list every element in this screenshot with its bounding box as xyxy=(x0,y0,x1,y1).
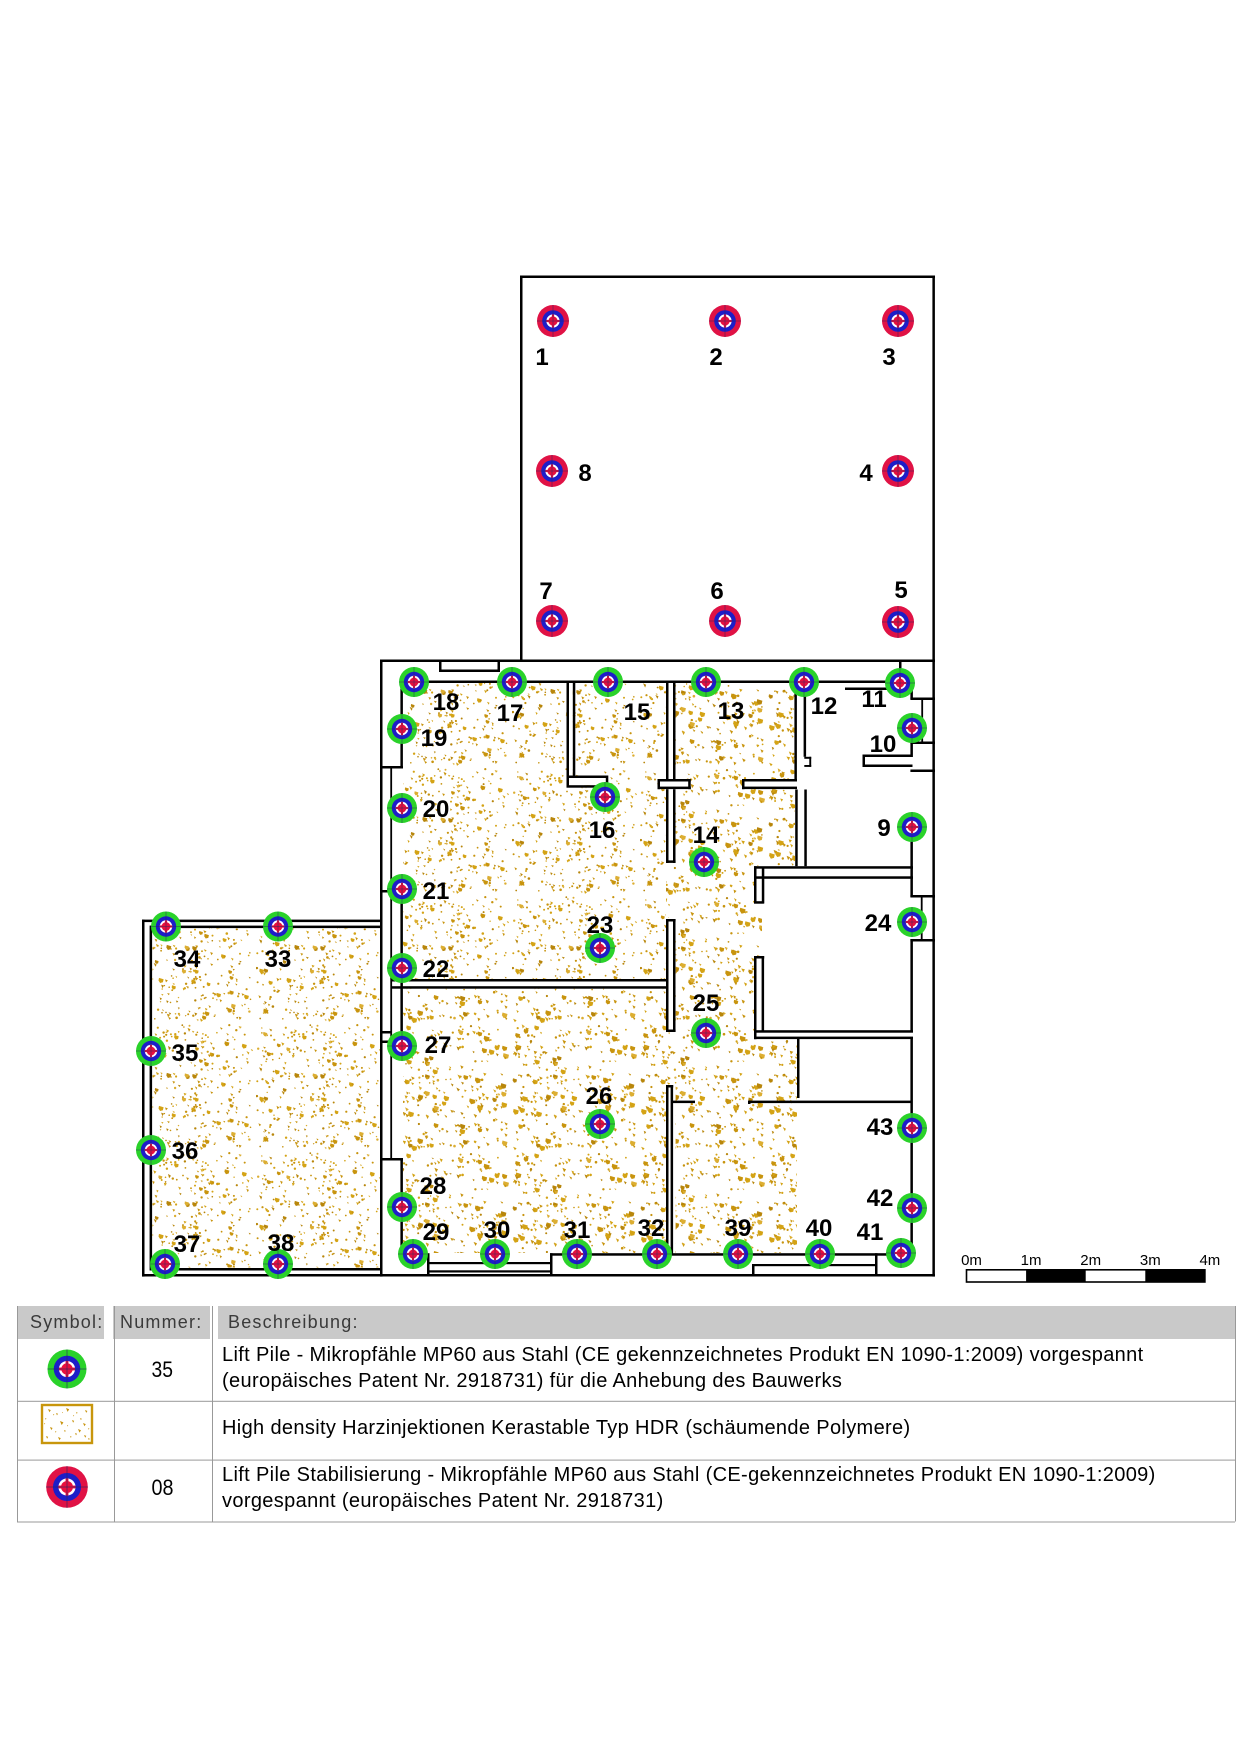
svg-text:High density Harzinjektionen K: High density Harzinjektionen Kerastable … xyxy=(222,1417,911,1439)
svg-text:13: 13 xyxy=(718,698,745,725)
svg-text:25: 25 xyxy=(693,990,720,1017)
svg-text:22: 22 xyxy=(423,956,450,983)
svg-text:26: 26 xyxy=(586,1083,613,1110)
svg-text:Symbol:: Symbol: xyxy=(30,1312,103,1332)
svg-text:4m: 4m xyxy=(1199,1252,1220,1269)
svg-text:8: 8 xyxy=(578,460,591,487)
svg-text:19: 19 xyxy=(421,725,448,752)
svg-text:2m: 2m xyxy=(1080,1252,1101,1269)
svg-text:31: 31 xyxy=(564,1217,591,1244)
svg-text:36: 36 xyxy=(172,1138,199,1165)
svg-text:24: 24 xyxy=(865,910,892,937)
svg-text:7: 7 xyxy=(539,578,552,605)
svg-text:5: 5 xyxy=(894,577,907,604)
svg-text:(europäisches Patent Nr. 29187: (europäisches Patent Nr. 2918731) für di… xyxy=(222,1370,842,1392)
svg-text:12: 12 xyxy=(811,693,838,720)
svg-text:16: 16 xyxy=(589,817,616,844)
svg-text:vorgespannt (europäisches Pate: vorgespannt (europäisches Patent Nr. 291… xyxy=(222,1490,664,1512)
svg-text:27: 27 xyxy=(425,1032,452,1059)
svg-text:1: 1 xyxy=(535,344,548,371)
svg-text:23: 23 xyxy=(587,912,614,939)
svg-text:34: 34 xyxy=(174,946,201,973)
svg-text:28: 28 xyxy=(420,1173,447,1200)
svg-text:42: 42 xyxy=(867,1185,894,1212)
svg-text:9: 9 xyxy=(877,815,890,842)
svg-text:3m: 3m xyxy=(1140,1252,1161,1269)
svg-text:41: 41 xyxy=(857,1219,884,1246)
svg-text:21: 21 xyxy=(423,878,450,905)
svg-text:11: 11 xyxy=(861,686,886,713)
svg-text:10: 10 xyxy=(870,731,897,758)
svg-text:32: 32 xyxy=(638,1215,665,1242)
svg-text:37: 37 xyxy=(174,1231,201,1258)
svg-text:14: 14 xyxy=(693,822,720,849)
svg-text:Beschreibung:: Beschreibung: xyxy=(228,1312,359,1332)
svg-text:2: 2 xyxy=(709,344,722,371)
svg-text:35: 35 xyxy=(152,1357,174,1382)
svg-text:4: 4 xyxy=(859,460,873,487)
svg-text:0m: 0m xyxy=(961,1252,982,1269)
svg-text:20: 20 xyxy=(423,796,450,823)
svg-text:43: 43 xyxy=(867,1114,894,1141)
svg-text:39: 39 xyxy=(725,1215,752,1242)
svg-text:Lift Pile Stabilisierung - Mik: Lift Pile Stabilisierung - Mikropfähle M… xyxy=(222,1464,1156,1486)
svg-text:30: 30 xyxy=(484,1217,511,1244)
svg-text:29: 29 xyxy=(423,1219,450,1246)
svg-text:6: 6 xyxy=(710,578,723,605)
svg-text:08: 08 xyxy=(152,1475,174,1500)
svg-text:1m: 1m xyxy=(1021,1252,1042,1269)
svg-text:17: 17 xyxy=(497,700,524,727)
svg-text:38: 38 xyxy=(268,1230,295,1257)
svg-text:15: 15 xyxy=(624,699,651,726)
svg-text:18: 18 xyxy=(433,689,460,716)
svg-text:Lift Pile - Mikropfähle MP60 a: Lift Pile - Mikropfähle MP60 aus Stahl (… xyxy=(222,1344,1144,1366)
svg-text:Nummer:: Nummer: xyxy=(120,1312,202,1332)
svg-text:33: 33 xyxy=(265,946,292,973)
svg-text:40: 40 xyxy=(806,1215,833,1242)
svg-text:3: 3 xyxy=(882,344,895,371)
svg-text:35: 35 xyxy=(172,1040,199,1067)
